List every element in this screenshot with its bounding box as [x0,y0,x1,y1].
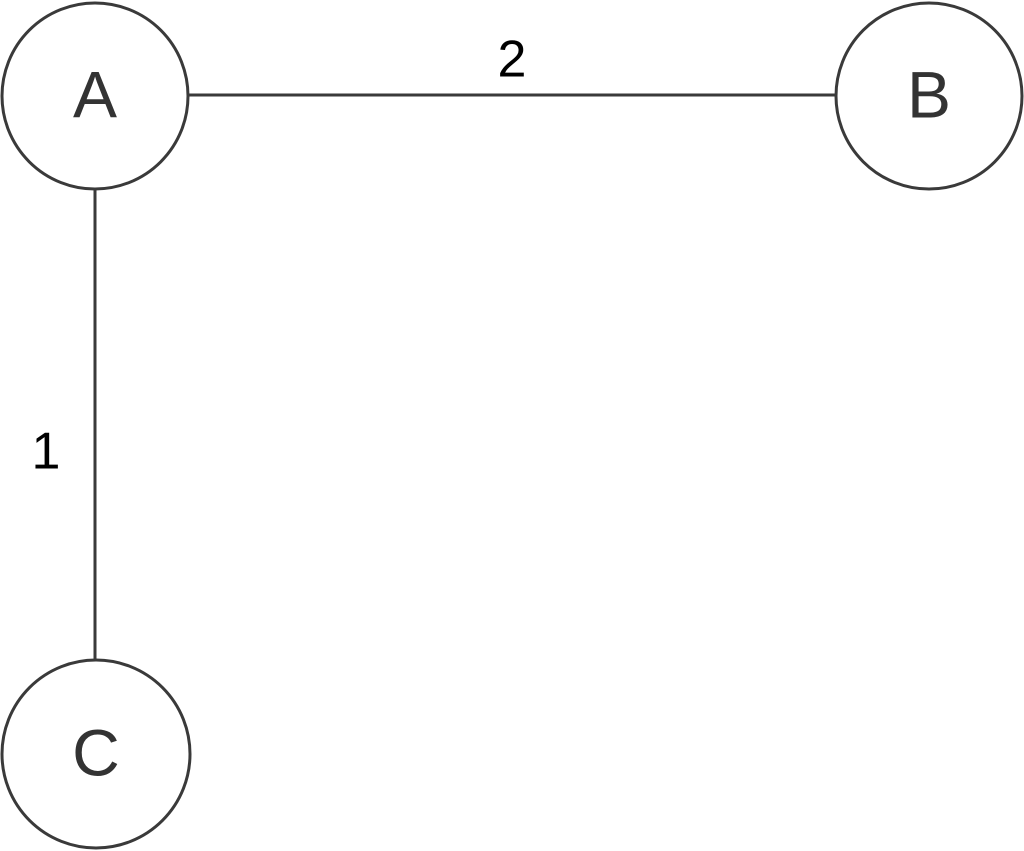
node-b-circle [834,1,1024,191]
edge-a-c-weight: 1 [32,423,61,481]
node-c-circle [0,658,192,850]
edge-a-b-weight: 2 [498,31,527,89]
node-c-label: C [72,715,120,789]
node-c: C [0,658,192,850]
node-b-label: B [907,57,951,131]
node-b: B [834,1,1024,191]
node-a-label: A [73,57,117,131]
node-a: A [0,1,190,191]
node-a-circle [0,1,190,191]
